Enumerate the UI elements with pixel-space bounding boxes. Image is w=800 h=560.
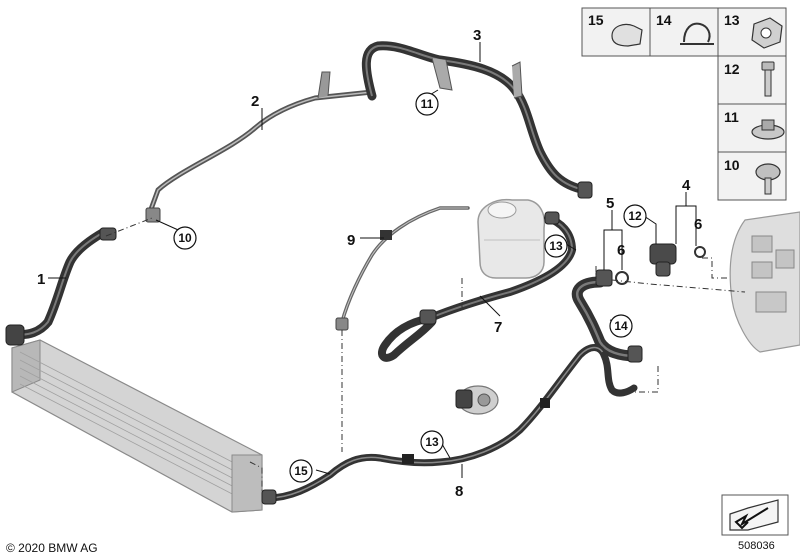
svg-text:12: 12 xyxy=(724,61,740,77)
legend-cell-10: 10 xyxy=(717,151,787,201)
hose-3 xyxy=(361,41,593,199)
svg-text:10: 10 xyxy=(724,157,740,173)
expansion-tank xyxy=(477,198,546,279)
callout-3: 3 xyxy=(473,27,481,44)
hose-8 xyxy=(261,344,638,505)
circled-14: 14 xyxy=(609,314,633,338)
circled-callouts: 11 10 12 13 13 14 15 xyxy=(173,92,647,483)
circled-11: 11 xyxy=(415,92,439,116)
hose-clamp-icon xyxy=(680,22,714,45)
circled-10: 10 xyxy=(173,226,197,250)
connector-4 xyxy=(615,243,706,285)
svg-text:15: 15 xyxy=(294,464,308,478)
assembly-lines xyxy=(105,217,746,492)
legend-cell-11: 11 xyxy=(717,103,787,153)
clip-icon xyxy=(611,23,643,47)
svg-text:13: 13 xyxy=(549,239,563,253)
copyright-text: © 2020 BMW AG xyxy=(6,541,98,555)
svg-text:11: 11 xyxy=(724,109,739,125)
callout-1: 1 xyxy=(37,271,45,288)
circled-13-upper: 13 xyxy=(544,234,568,258)
circled-12: 12 xyxy=(623,204,647,228)
hose-14 xyxy=(571,269,643,363)
circled-13-lower: 13 xyxy=(420,430,444,454)
callout-4: 4 xyxy=(682,177,691,194)
water-pump xyxy=(455,385,499,415)
callout-9: 9 xyxy=(347,232,355,249)
legend-cell-12: 12 xyxy=(717,55,787,105)
callout-7: 7 xyxy=(494,319,502,336)
svg-text:14: 14 xyxy=(614,319,628,333)
svg-text:13: 13 xyxy=(724,12,740,28)
callouts: 1 2 3 4 5 6 6 7 8 9 xyxy=(37,27,702,500)
radiator xyxy=(11,339,263,513)
callout-8: 8 xyxy=(455,483,463,500)
small-parts-legend: 15 14 13 12 11 10 xyxy=(581,7,787,201)
diagram-number: 508036 xyxy=(738,540,775,552)
svg-text:15: 15 xyxy=(588,12,604,28)
svg-text:11: 11 xyxy=(421,97,434,111)
bolt-icon xyxy=(761,61,775,71)
svg-text:12: 12 xyxy=(628,209,642,223)
legend-cell-13: 13 xyxy=(717,7,787,57)
svg-text:10: 10 xyxy=(178,231,192,245)
pipe-9 xyxy=(335,206,470,331)
engine-block xyxy=(729,211,800,353)
hose-1 xyxy=(5,227,117,346)
callout-2: 2 xyxy=(251,93,259,110)
legend-cell-15: 15 xyxy=(581,7,651,57)
pipe-2 xyxy=(145,71,375,223)
svg-text:13: 13 xyxy=(425,435,439,449)
view-direction-icon xyxy=(721,494,789,536)
callout-6-upper: 6 xyxy=(694,216,702,233)
circled-15: 15 xyxy=(289,459,313,483)
legend-cell-14: 14 xyxy=(649,7,719,57)
callout-5: 5 xyxy=(606,195,614,212)
callout-6-lower: 6 xyxy=(617,242,625,259)
svg-text:14: 14 xyxy=(656,12,672,28)
